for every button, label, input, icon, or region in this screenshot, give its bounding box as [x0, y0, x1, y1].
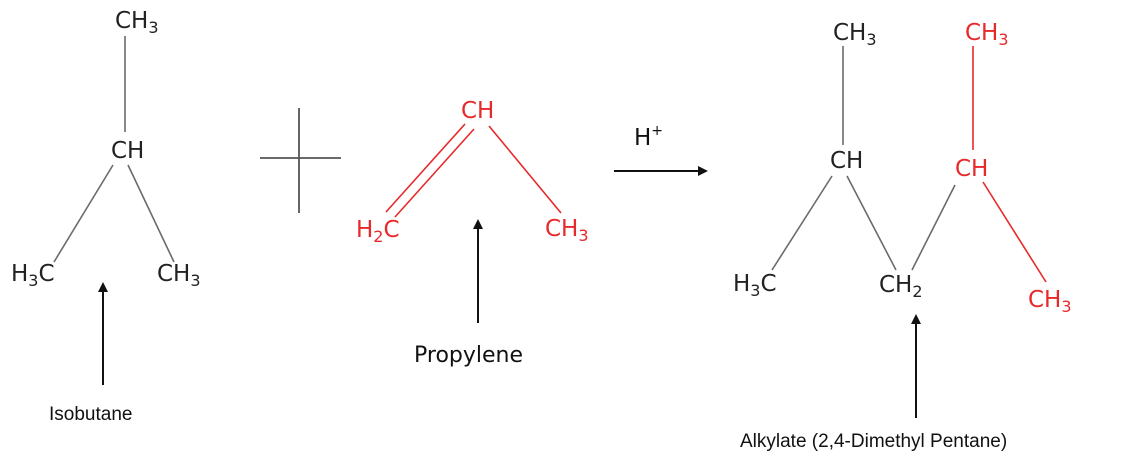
isobutane-right-ch3: CH3 [157, 261, 201, 290]
isobutane-top-ch3: CH3 [115, 8, 159, 37]
isobutane-left-h3c: H3C [11, 261, 55, 290]
propylene-single-bond [488, 125, 562, 214]
isobutane-bond-left [53, 164, 114, 263]
product-bottom-ch3: CH3 [1028, 287, 1072, 316]
reaction-arrow-group: H+ [614, 123, 708, 176]
product-structure: CH3 CH3 CH CH H3C CH2 CH3 Alkylate (2,4-… [733, 20, 1072, 452]
propylene-double-bond-1 [385, 123, 466, 213]
product-right-ch: CH [955, 156, 988, 182]
product-bond-ch-ch2 [846, 175, 897, 271]
isobutane-center-ch: CH [111, 138, 144, 164]
product-top-left-ch3: CH3 [833, 20, 877, 49]
product-bond-ch-h3c [771, 175, 833, 271]
catalyst-label: H+ [634, 123, 663, 151]
product-ch2: CH2 [879, 272, 923, 301]
propylene-double-bond-2 [394, 128, 475, 218]
product-h3c: H3C [733, 271, 777, 300]
isobutane-structure: CH3 CH H3C CH3 Isobutane [11, 8, 201, 425]
isobutane-bond-right [127, 164, 175, 263]
product-bond-right-ch-ch3 [982, 181, 1047, 283]
propylene-top-ch: CH [461, 98, 494, 124]
propylene-left-h2c: H2C [356, 217, 400, 246]
product-left-ch: CH [830, 148, 863, 174]
product-label: Alkylate (2,4-Dimethyl Pentane) [740, 431, 1007, 452]
isobutane-label: Isobutane [49, 404, 132, 425]
propylene-right-ch3: CH3 [545, 216, 589, 245]
plus-sign: + [260, 108, 341, 213]
product-top-right-ch3: CH3 [965, 20, 1009, 49]
product-bond-ch2-right-ch [911, 184, 956, 271]
propylene-label: Propylene [414, 343, 523, 368]
propylene-structure: CH H2C CH3 Propylene [356, 98, 589, 368]
